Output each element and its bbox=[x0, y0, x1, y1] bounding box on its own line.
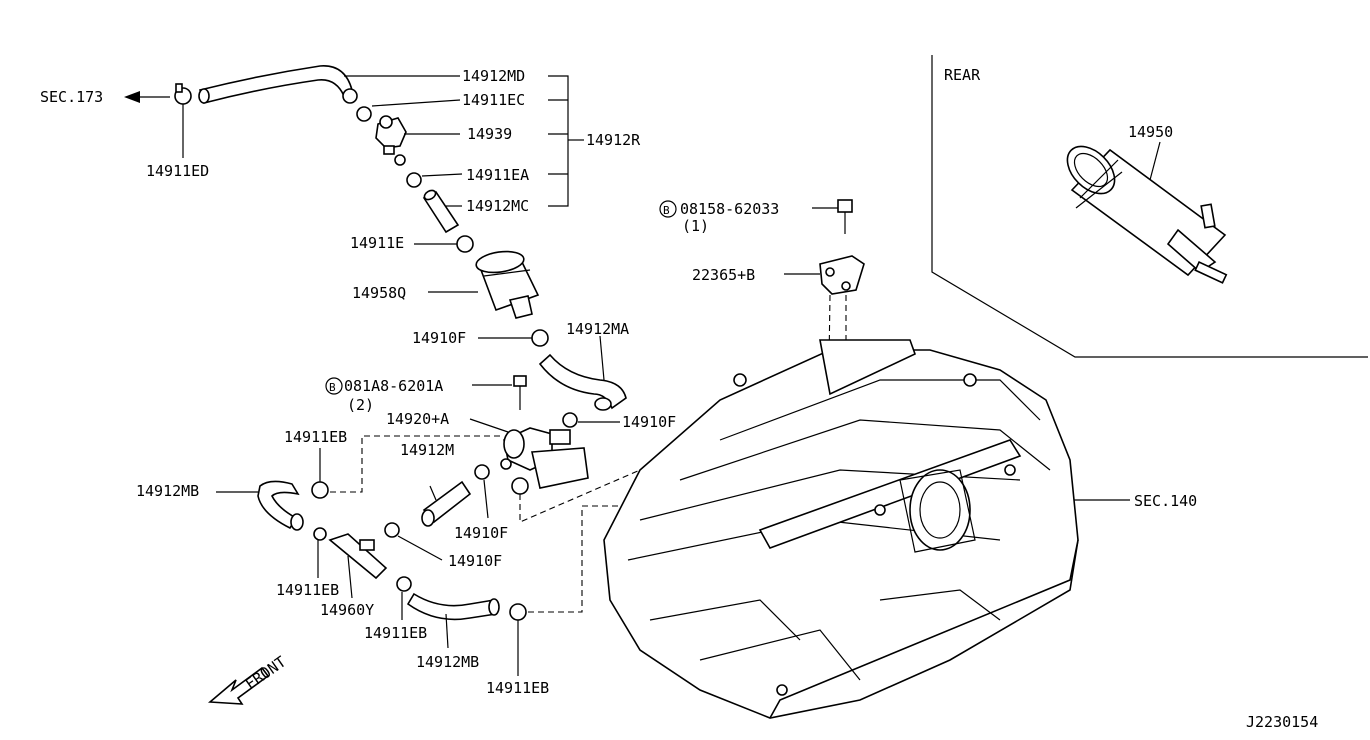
callout-14910F-d[interactable]: 14910F bbox=[448, 552, 502, 570]
callout-14912MB-b[interactable]: 14912MB bbox=[416, 653, 479, 671]
callout-14912MB-a[interactable]: 14912MB bbox=[136, 482, 199, 500]
callout-14911E[interactable]: 14911E bbox=[350, 234, 404, 252]
bolt-circle-icon-2 bbox=[659, 200, 677, 218]
callout-14960Y[interactable]: 14960Y bbox=[320, 601, 374, 619]
callout-sec-140[interactable]: SEC.140 bbox=[1134, 492, 1197, 510]
callout-14911ED[interactable]: 14911ED bbox=[146, 162, 209, 180]
rear-inset: REAR 14950 bbox=[931, 55, 1368, 358]
solenoid-assembly: B 081A8-6201A (2) 14920+A 14910F bbox=[325, 375, 676, 495]
arrow-head-icon bbox=[124, 91, 140, 103]
callout-081A8-qty: (2) bbox=[347, 396, 374, 414]
callout-14911EB-d[interactable]: 14911EB bbox=[486, 679, 549, 697]
intake-manifold: SEC.140 bbox=[603, 339, 1197, 719]
bolt-symbol-2: B bbox=[663, 204, 670, 217]
callout-08158-62033[interactable]: 08158-62033 bbox=[680, 200, 779, 218]
callout-14958Q[interactable]: 14958Q bbox=[352, 284, 406, 302]
callout-14912M[interactable]: 14912M bbox=[400, 441, 454, 459]
filter-14958Q bbox=[475, 250, 540, 319]
sec-173-label[interactable]: SEC.173 bbox=[40, 88, 103, 106]
callout-14911EB-c[interactable]: 14911EB bbox=[364, 624, 427, 642]
callout-14912MD[interactable]: 14912MD bbox=[462, 67, 525, 85]
front-direction: FRONT bbox=[207, 653, 289, 705]
callout-14920A[interactable]: 14920+A bbox=[386, 410, 449, 428]
callout-081A8-6201A[interactable]: 081A8-6201A bbox=[344, 377, 443, 395]
callout-14912MA[interactable]: 14912MA bbox=[566, 320, 629, 338]
front-label: FRONT bbox=[242, 653, 289, 694]
callout-14910F-a[interactable]: 14910F bbox=[412, 329, 466, 347]
front-arrow-icon bbox=[207, 666, 270, 705]
upper-hose-assembly: SEC.173 14911ED 14912MD 14911EC 14939 14… bbox=[40, 65, 641, 411]
callout-22365B[interactable]: 22365+B bbox=[692, 266, 755, 284]
callout-14910F-c[interactable]: 14910F bbox=[454, 524, 508, 542]
bolt-symbol: B bbox=[329, 381, 336, 394]
rear-label: REAR bbox=[944, 66, 981, 84]
drawing-number: J2230154 bbox=[1246, 713, 1318, 731]
callout-14910F-b[interactable]: 14910F bbox=[622, 413, 676, 431]
callout-14911EA[interactable]: 14911EA bbox=[466, 166, 529, 184]
bolt-circle-icon bbox=[325, 377, 343, 395]
callout-14911EB-a[interactable]: 14911EB bbox=[284, 428, 347, 446]
callout-14939[interactable]: 14939 bbox=[467, 125, 512, 143]
canister-14950 bbox=[1066, 145, 1228, 284]
callout-14912R[interactable]: 14912R bbox=[586, 131, 641, 149]
callout-14950[interactable]: 14950 bbox=[1128, 123, 1173, 141]
callout-14912MC[interactable]: 14912MC bbox=[466, 197, 529, 215]
callout-14911EB-b[interactable]: 14911EB bbox=[276, 581, 339, 599]
callout-14911EC[interactable]: 14911EC bbox=[462, 91, 525, 109]
callout-08158-qty: (1) bbox=[682, 217, 709, 235]
